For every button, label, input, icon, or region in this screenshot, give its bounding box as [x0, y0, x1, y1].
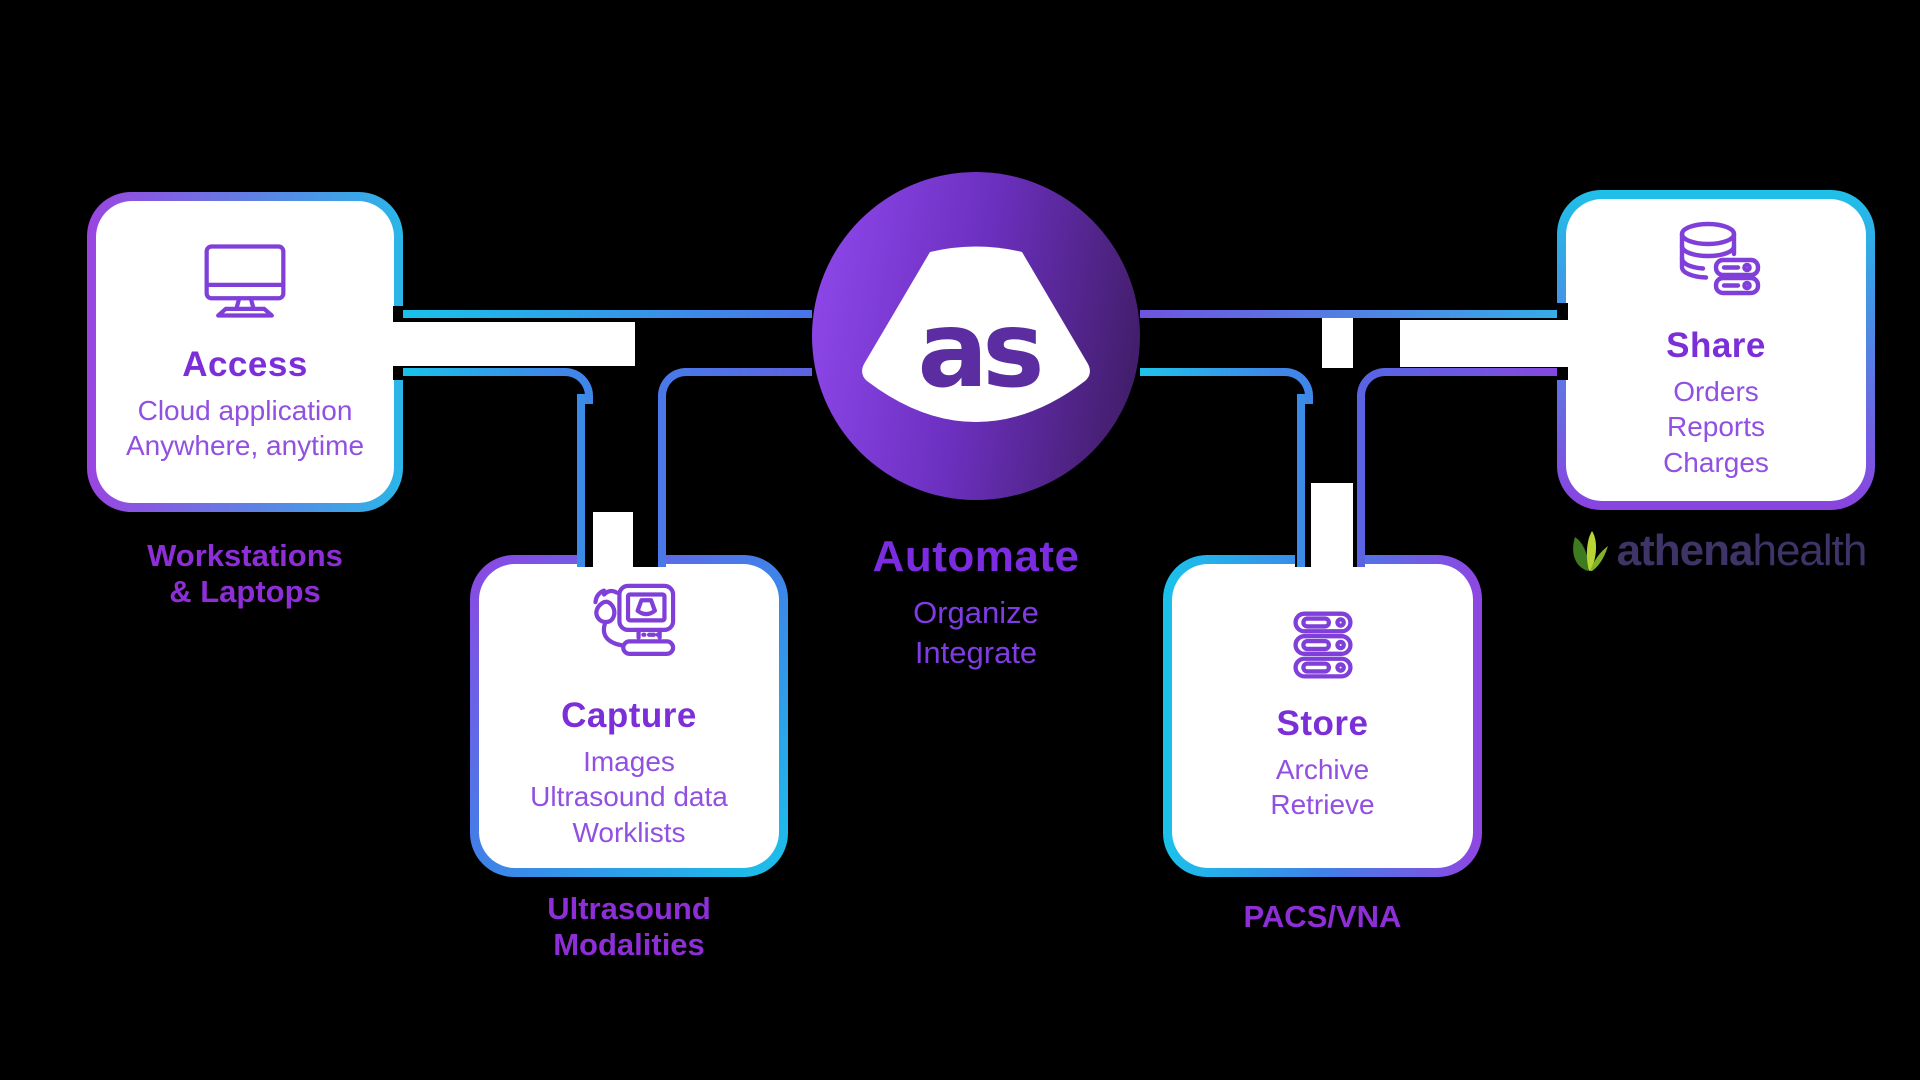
connector-corner-capture-left: [557, 368, 593, 404]
server-rack-icon: [1292, 611, 1353, 679]
brand-health: health: [1752, 526, 1867, 575]
store-box: Store Archive Retrieve: [1163, 555, 1482, 877]
capture-line-2: Ultrasound data: [530, 781, 728, 813]
desktop-monitor-icon: [204, 244, 286, 318]
capture-title: Capture: [561, 696, 697, 736]
store-caption: PACS/VNA: [1163, 899, 1482, 935]
capture-caption-line-2: Modalities: [553, 926, 705, 962]
hub-caption: Automate Organize Integrate: [812, 532, 1140, 673]
connector-rail-top-left: [403, 310, 812, 318]
share-box-content: Share Orders Reports Charges: [1566, 199, 1866, 501]
connector-pipe-store: [1311, 483, 1353, 573]
capture-box-content: Capture Images Ultrasound data Worklists: [479, 564, 779, 868]
share-line-3: Charges: [1663, 446, 1769, 478]
access-box: Access Cloud application Anywhere, anyti…: [87, 192, 403, 512]
athenahealth-leaf-icon: [1572, 531, 1608, 571]
hub-subtitle: Organize Integrate: [812, 594, 1140, 673]
capture-line-3: Worklists: [572, 816, 686, 848]
share-line-2: Reports: [1666, 411, 1766, 443]
connector-rail-top-right: [1140, 310, 1557, 318]
share-title: Share: [1666, 326, 1766, 366]
capture-box: Capture Images Ultrasound data Worklists: [470, 555, 788, 877]
share-box: Share Orders Reports Charges: [1557, 190, 1875, 510]
store-box-content: Store Archive Retrieve: [1172, 564, 1473, 868]
brand-athena: athena: [1616, 526, 1754, 575]
access-caption-line-1: Workstations: [147, 538, 343, 573]
connector-pipe-store-stub: [1322, 318, 1353, 368]
connector-drop-store-right: [1357, 394, 1365, 567]
access-caption-line-2: & Laptops: [169, 573, 321, 609]
access-box-content: Access Cloud application Anywhere, anyti…: [96, 201, 394, 503]
brand-wordmark: athenahealth: [1616, 526, 1868, 576]
access-title: Access: [182, 344, 308, 384]
connector-drop-store-left: [1297, 394, 1305, 567]
store-line-1: Archive: [1275, 753, 1370, 785]
access-line-2: Anywhere, anytime: [125, 430, 365, 461]
connector-corner-store-right: [1357, 368, 1393, 404]
connector-drop-capture-left: [577, 394, 585, 567]
automate-hub: as: [812, 172, 1140, 500]
store-line-2: Retrieve: [1270, 789, 1375, 820]
connector-pipe-access: [393, 322, 635, 366]
share-line-1: Orders: [1673, 376, 1759, 408]
access-caption: Workstations & Laptops: [87, 538, 403, 610]
connector-rail-bottom-right-1: [1140, 368, 1277, 376]
connector-rail-bottom-left-2: [685, 368, 812, 376]
capture-caption-line-1: Ultrasound: [547, 891, 711, 926]
store-caption-line-1: PACS/VNA: [1243, 899, 1402, 934]
hub-subtitle-line-2: Integrate: [914, 635, 1038, 671]
store-title: Store: [1276, 703, 1369, 743]
access-line-1: Cloud application: [137, 394, 353, 426]
connector-rail-bottom-right-2: [1384, 368, 1557, 376]
ultrasound-transducer-logo: as: [862, 246, 1090, 422]
connector-corner-capture-right: [658, 368, 694, 404]
hub-logo-text: as: [917, 289, 1040, 411]
capture-caption: Ultrasound Modalities: [470, 891, 788, 963]
connector-rail-bottom-left-1: [403, 368, 557, 376]
database-stack-icon: [1679, 221, 1761, 296]
connector-pipe-share: [1400, 320, 1568, 367]
ultrasound-machine-icon: [593, 583, 676, 657]
capture-line-1: Images: [583, 746, 675, 778]
hub-subtitle-line-1: Organize: [913, 595, 1039, 630]
athenahealth-logo: athenahealth: [1557, 526, 1875, 576]
connector-pipe-capture: [593, 512, 633, 573]
connector-corner-store-left: [1277, 368, 1313, 404]
hub-title: Automate: [872, 532, 1080, 581]
connector-drop-capture-right: [658, 394, 666, 567]
